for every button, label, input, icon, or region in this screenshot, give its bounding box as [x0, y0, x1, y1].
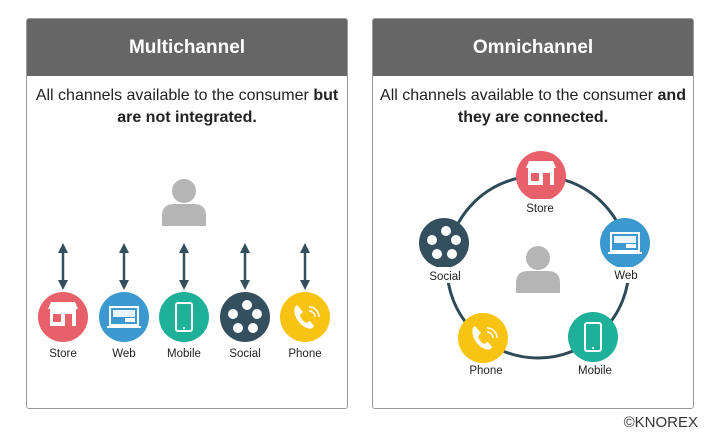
label-social: Social [229, 348, 260, 360]
mobile-icon [158, 291, 210, 343]
mobile-icon [567, 311, 619, 363]
store-icon [38, 292, 88, 342]
label-background [609, 267, 644, 283]
phone-icon [279, 291, 331, 343]
phone-icon [457, 312, 509, 364]
multichannel-panel: Multichannel All channels available to t… [26, 18, 348, 409]
consumer-person-icon [516, 246, 560, 293]
social-icon [419, 218, 469, 268]
label-store: Store [526, 203, 554, 215]
copyright: ©KNOREX [623, 414, 698, 431]
store-icon [516, 151, 566, 201]
omnichannel-description: All channels available to the consumer a… [373, 85, 693, 129]
multichannel-description-bold: but are not integrated. [117, 87, 339, 126]
label-background [423, 267, 468, 283]
omnichannel-diagram: Store Web Mobile Phone Social [419, 151, 651, 377]
omnichannel-title: Omnichannel [373, 19, 693, 76]
laptop-icon [599, 217, 651, 269]
label-background [518, 199, 563, 215]
multichannel-diagram: Store Web Mobile Social Phone [38, 179, 331, 360]
multichannel-description-plain: All channels available to the consumer [35, 87, 309, 104]
label-store: Store [49, 348, 77, 360]
label-phone: Phone [288, 348, 321, 360]
omnichannel-description-plain: All channels available to the consumer [380, 87, 654, 104]
label-web: Web [614, 270, 637, 282]
laptop-icon [98, 291, 150, 343]
label-web: Web [112, 348, 135, 360]
label-phone: Phone [469, 365, 502, 377]
social-icon [220, 292, 270, 342]
label-mobile: Mobile [167, 348, 201, 360]
consumer-person-icon [162, 179, 206, 226]
omnichannel-panel: Omnichannel All channels available to th… [372, 18, 694, 409]
multichannel-description: All channels available to the consumer b… [27, 85, 347, 129]
multichannel-title: Multichannel [27, 19, 347, 76]
label-social: Social [429, 271, 460, 283]
omnichannel-description-bold: and they are connected. [457, 87, 686, 126]
label-mobile: Mobile [578, 365, 612, 377]
